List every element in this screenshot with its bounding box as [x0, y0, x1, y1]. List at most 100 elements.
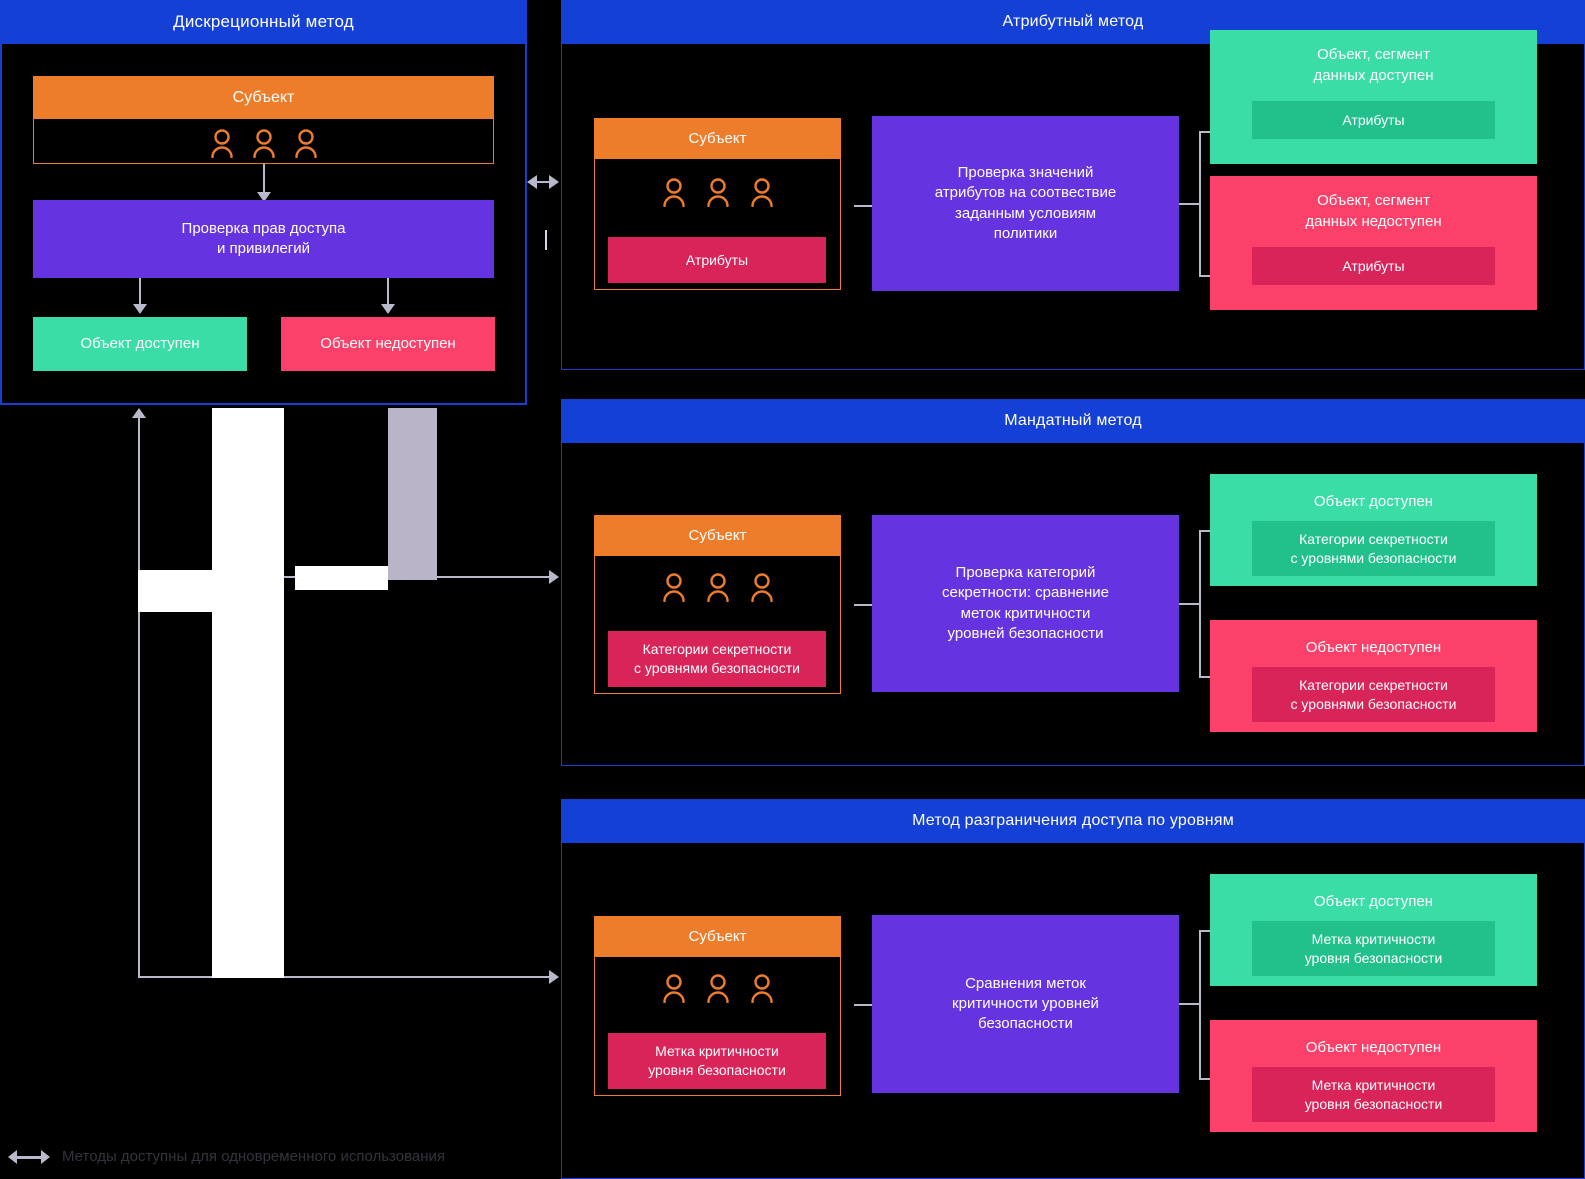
- mandatory-subject-tag-line2: с уровнями безопасности: [634, 660, 800, 676]
- levels-subject-block: Субъект Метка критичности уровня безопас…: [594, 916, 841, 1096]
- branch-to-denied: [1199, 676, 1217, 678]
- attribute-result-denied-tag: Атрибуты: [1252, 247, 1495, 285]
- levels-result-denied-tag: Метка критичности уровня безопасности: [1252, 1067, 1495, 1122]
- person-icon: [293, 128, 319, 158]
- mandatory-result-allowed-tag-line1: Категории секретности: [1299, 530, 1448, 547]
- mandatory-subject-tag: Категории секретности с уровнями безопас…: [608, 631, 826, 687]
- branch-to-allowed: [1199, 131, 1217, 133]
- attribute-check-box: Проверка значений атрибутов на соотвеств…: [872, 116, 1179, 291]
- mandatory-check-line1: Проверка категорий: [955, 564, 1096, 581]
- mandatory-check-line2: секретности: сравнение: [942, 584, 1109, 602]
- connector-tick: [545, 230, 547, 250]
- discretionary-result-denied: Объект недоступен: [281, 317, 495, 371]
- levels-result-denied-tag-line1: Метка критичности: [1311, 1076, 1436, 1093]
- panel-mandatory-title: Мандатный метод: [561, 399, 1585, 443]
- person-icon: [661, 177, 687, 207]
- levels-result-allowed-tag: Метка критичности уровня безопасности: [1252, 921, 1495, 976]
- attribute-subject-detail: Атрибуты: [594, 159, 841, 290]
- mandatory-result-allowed-tag-line2: с уровнями безопасности: [1290, 549, 1457, 566]
- person-icon: [209, 128, 235, 158]
- render-artifact: [138, 570, 284, 612]
- attribute-check-line4: политики: [993, 224, 1058, 242]
- arrow-head-icon: [549, 970, 559, 984]
- bidirectional-connector-line: [534, 181, 556, 183]
- person-icon: [749, 177, 775, 207]
- mandatory-result-allowed-title: Объект доступен: [1313, 493, 1434, 510]
- discretionary-check-line2: и привилегий: [216, 240, 311, 257]
- mandatory-people-group: [661, 572, 775, 602]
- bidirectional-arrow-icon: [8, 1149, 50, 1164]
- person-icon: [661, 572, 687, 602]
- panel-levels-method: Метод разграничения доступа по уровням С…: [561, 799, 1585, 1179]
- branch-stub: [1179, 203, 1201, 205]
- discretionary-subject-block: Субъект: [33, 76, 494, 164]
- discretionary-people-group: [209, 128, 319, 158]
- render-artifact: [212, 408, 284, 978]
- mandatory-result-denied-tag-line2: с уровнями безопасности: [1290, 695, 1457, 712]
- attribute-result-allowed: Объект, сегмент данных доступен Атрибуты: [1210, 30, 1537, 164]
- levels-subject-label: Субъект: [594, 916, 841, 957]
- arrow-check-to-denied: [387, 278, 389, 306]
- levels-subject-tag-line2: уровня безопасности: [648, 1062, 786, 1078]
- branch-to-denied: [1199, 1078, 1217, 1080]
- arrow-subject-to-check: [854, 604, 882, 606]
- person-icon: [705, 177, 731, 207]
- branch-stub: [1179, 603, 1201, 605]
- attribute-result-denied-title-line1: Объект, сегмент: [1317, 192, 1430, 209]
- branch-vertical: [1199, 131, 1201, 277]
- render-artifact: [388, 408, 437, 580]
- person-icon: [251, 128, 277, 158]
- mandatory-result-denied: Объект недоступен Категории секретности …: [1210, 620, 1537, 732]
- branch-to-denied: [1199, 275, 1217, 277]
- render-artifact: [295, 566, 388, 590]
- attribute-people-group: [661, 177, 775, 207]
- mandatory-check-line4: уровней безопасности: [947, 624, 1104, 642]
- attribute-result-denied: Объект, сегмент данных недоступен Атрибу…: [1210, 176, 1537, 310]
- attribute-subject-block: Субъект Атрибуты: [594, 118, 841, 290]
- attribute-check-line1: Проверка значений: [957, 164, 1094, 181]
- person-icon: [749, 572, 775, 602]
- levels-result-allowed-title: Объект доступен: [1313, 893, 1434, 910]
- mandatory-check-box: Проверка категорий секретности: сравнени…: [872, 515, 1179, 692]
- mandatory-subject-label: Субъект: [594, 515, 841, 556]
- panel-mandatory-method: Мандатный метод Субъект Категории секрет…: [561, 399, 1585, 766]
- levels-subject-detail: Метка критичности уровня безопасности: [594, 957, 841, 1096]
- mandatory-result-denied-title: Объект недоступен: [1305, 639, 1442, 656]
- levels-result-allowed: Объект доступен Метка критичности уровня…: [1210, 874, 1537, 986]
- branch-to-allowed: [1199, 530, 1217, 532]
- levels-people-group: [661, 973, 775, 1003]
- mandatory-result-denied-tag-line1: Категории секретности: [1299, 676, 1448, 693]
- discretionary-subject-people-area: [33, 119, 494, 164]
- branch-to-allowed: [1199, 930, 1217, 932]
- branch-vertical: [1199, 530, 1201, 678]
- mandatory-result-allowed: Объект доступен Категории секретности с …: [1210, 474, 1537, 586]
- mandatory-subject-block: Субъект Категории секретности с уровнями…: [594, 515, 841, 694]
- panel-levels-title: Метод разграничения доступа по уровням: [561, 799, 1585, 843]
- arrow-head-icon: [549, 175, 559, 189]
- attribute-result-allowed-tag: Атрибуты: [1252, 101, 1495, 139]
- attribute-result-denied-title-line2: данных недоступен: [1305, 213, 1442, 230]
- levels-result-allowed-tag-line2: уровня безопасности: [1304, 949, 1443, 966]
- levels-check-line1: Сравнения меток: [965, 974, 1086, 992]
- mandatory-subject-detail: Категории секретности с уровнями безопас…: [594, 556, 841, 694]
- person-icon: [749, 973, 775, 1003]
- discretionary-check-box: Проверка прав доступа и привилегий: [33, 200, 494, 278]
- attribute-check-line2: атрибутов на соотвествие: [934, 184, 1117, 202]
- mandatory-result-allowed-tag: Категории секретности с уровнями безопас…: [1252, 521, 1495, 576]
- person-icon: [705, 973, 731, 1003]
- arrow-check-to-allowed: [139, 278, 141, 306]
- attribute-result-allowed-title-line1: Объект, сегмент: [1317, 46, 1430, 63]
- arrow-head-icon: [381, 304, 395, 314]
- arrow-subject-to-check: [854, 1004, 882, 1006]
- branch-stub: [1179, 1003, 1201, 1005]
- arrow-head-icon: [549, 570, 559, 584]
- person-icon: [661, 973, 687, 1003]
- levels-check-line3: безопасности: [978, 1015, 1073, 1033]
- levels-subject-tag: Метка критичности уровня безопасности: [608, 1033, 826, 1089]
- levels-result-denied-tag-line2: уровня безопасности: [1304, 1095, 1443, 1112]
- mandatory-result-denied-tag: Категории секретности с уровнями безопас…: [1252, 667, 1495, 722]
- panel-attribute-method: Атрибутный метод Субъект Атрибуты Провер…: [561, 0, 1585, 370]
- routing-horizontal-line-levels: [138, 976, 556, 978]
- arrow-head-icon: [133, 304, 147, 314]
- attribute-check-line3: заданным условиям: [954, 204, 1097, 222]
